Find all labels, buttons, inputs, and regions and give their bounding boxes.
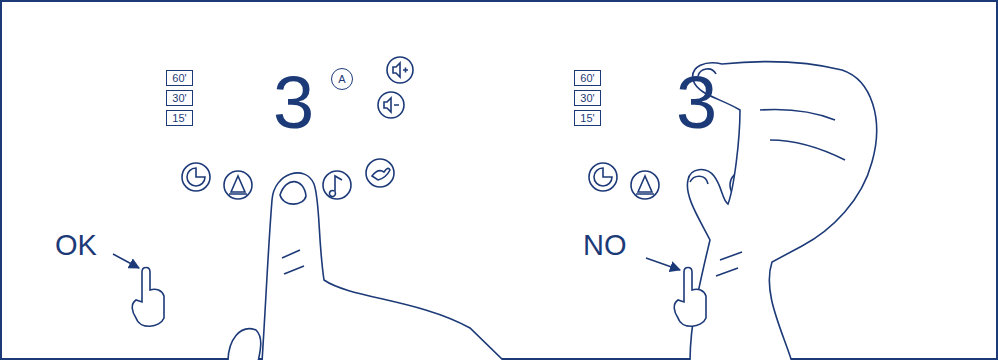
timer-box: 15' [574,110,601,126]
timer-label: 30' [172,93,186,104]
control-panel: 3 60' 30' 15' [538,44,913,219]
pressing-finger [228,173,505,360]
button-letter: A [338,74,345,85]
timer-box: 60' [574,70,601,86]
timer-label: 60' [172,73,186,84]
timer-label: 60' [580,73,594,84]
timer-box: 15' [166,110,193,126]
timer-box: 60' [166,70,193,86]
timer-label: 15' [172,113,186,124]
display-digit: 3 [273,66,314,140]
verdict-label: NO [583,231,627,260]
control-panel: 3 60' 30' 15' A [130,44,505,219]
verdict-label: OK [55,231,97,260]
auto-button: A [331,68,353,90]
timer-label: 30' [580,93,594,104]
timer-label: 15' [580,113,594,124]
display-digit: 3 [676,66,717,140]
hand-icon [132,268,706,327]
timer-box: 30' [166,90,193,106]
timer-box: 30' [574,90,601,106]
